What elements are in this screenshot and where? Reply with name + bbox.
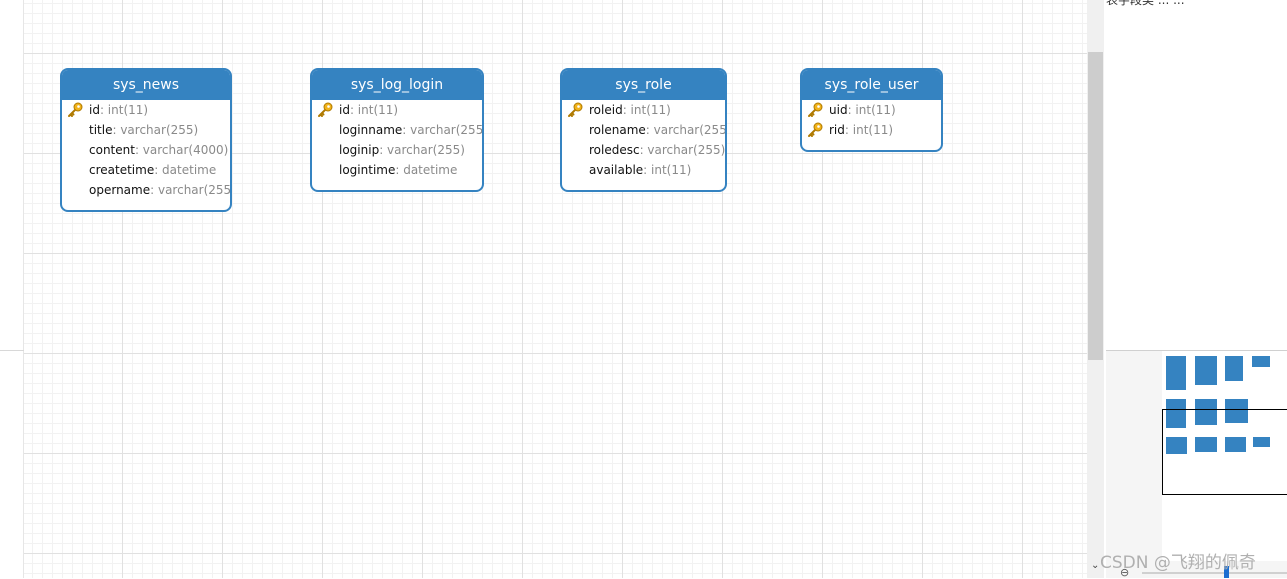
- field-row[interactable]: title: varchar(255): [62, 120, 230, 140]
- left-panel: [0, 0, 24, 578]
- field-type: : int(11): [844, 123, 894, 137]
- entity-sys-news[interactable]: sys_news id: int(11) title: varchar(255)…: [60, 68, 232, 212]
- field-type: : varchar(255): [402, 123, 484, 137]
- minimap-table: [1252, 356, 1270, 367]
- diagram-canvas[interactable]: sys_news id: int(11) title: varchar(255)…: [24, 0, 1087, 578]
- field-type: : int(11): [643, 163, 692, 177]
- zoom-slider[interactable]: ⊖: [1112, 566, 1287, 579]
- key-icon: [808, 122, 823, 137]
- minimap-table: [1195, 399, 1217, 425]
- key-icon: [808, 102, 823, 117]
- minimap-canvas[interactable]: [1162, 351, 1287, 561]
- field-row[interactable]: content: varchar(4000): [62, 140, 230, 160]
- field-name: createtime: [89, 163, 155, 177]
- field-name: opername: [89, 183, 151, 197]
- key-icon: [568, 102, 583, 117]
- field-type: : varchar(255): [112, 123, 199, 137]
- field-row[interactable]: uid: int(11): [802, 100, 941, 120]
- field-name: loginip: [339, 143, 380, 157]
- field-name: roleid: [589, 103, 623, 117]
- key-icon: [318, 102, 333, 117]
- panel-header-text: 表字段类 ... ...: [1106, 0, 1185, 7]
- field-row[interactable]: roledesc: varchar(255): [562, 140, 725, 160]
- entity-title: sys_role: [562, 70, 725, 100]
- field-type: : varchar(255): [379, 143, 465, 157]
- entity-sys-role-user[interactable]: sys_role_user uid: int(11) rid: int(11): [800, 68, 943, 152]
- field-row[interactable]: opername: varchar(255): [62, 180, 230, 200]
- field-row[interactable]: createtime: datetime: [62, 160, 230, 180]
- field-name: loginname: [339, 123, 403, 137]
- minimap-table: [1195, 356, 1217, 385]
- field-row[interactable]: id: int(11): [62, 100, 230, 120]
- minimap-table: [1225, 399, 1248, 423]
- entity-title: sys_log_login: [312, 70, 482, 100]
- chevron-down-icon[interactable]: ⌄: [1091, 560, 1100, 571]
- field-type: : int(11): [622, 103, 671, 117]
- field-name: content: [89, 143, 135, 157]
- panel-divider: [1106, 350, 1287, 351]
- minimap-table: [1166, 437, 1187, 454]
- zoom-track[interactable]: [1142, 572, 1287, 574]
- zoom-thumb[interactable]: [1224, 566, 1229, 578]
- field-type: : int(11): [99, 103, 149, 117]
- field-name: available: [589, 163, 644, 177]
- field-type: : varchar(255): [639, 143, 726, 157]
- minimap-table: [1225, 356, 1243, 381]
- field-row[interactable]: loginname: varchar(255): [312, 120, 482, 140]
- minimap-table: [1253, 437, 1270, 447]
- minimap-viewport[interactable]: [1162, 409, 1287, 495]
- field-type: : varchar(255): [150, 183, 232, 197]
- field-name: id: [339, 103, 350, 117]
- key-icon: [68, 102, 83, 117]
- vertical-scrollbar[interactable]: ⌄: [1087, 0, 1104, 578]
- field-row[interactable]: available: int(11): [562, 160, 725, 180]
- field-type: : datetime: [154, 163, 217, 177]
- field-type: : varchar(4000): [134, 143, 229, 157]
- field-name: rolename: [589, 123, 646, 137]
- field-row[interactable]: rid: int(11): [802, 120, 941, 140]
- properties-panel: 表字段类 ... ...: [1106, 0, 1287, 350]
- outline-minimap[interactable]: [1106, 351, 1287, 578]
- minimap-table: [1166, 399, 1186, 428]
- field-name: rid: [829, 123, 845, 137]
- field-row[interactable]: id: int(11): [312, 100, 482, 120]
- watermark: CSDN @飞翔的佩奇: [1100, 553, 1256, 573]
- scrollbar-thumb[interactable]: [1088, 52, 1103, 360]
- minimap-table: [1195, 437, 1217, 452]
- minimap-table: [1225, 437, 1246, 452]
- field-name: id: [89, 103, 100, 117]
- field-name: title: [89, 123, 113, 137]
- field-name: uid: [829, 103, 848, 117]
- entity-sys-log-login[interactable]: sys_log_login id: int(11) loginname: var…: [310, 68, 484, 192]
- entity-title: sys_role_user: [802, 70, 941, 100]
- field-row[interactable]: logintime: datetime: [312, 160, 482, 180]
- panel-divider: [0, 350, 24, 351]
- field-name: logintime: [339, 163, 396, 177]
- field-type: : int(11): [349, 103, 399, 117]
- minimap-table: [1166, 356, 1186, 390]
- field-row[interactable]: rolename: varchar(255): [562, 120, 725, 140]
- field-type: : int(11): [847, 103, 896, 117]
- field-type: : varchar(255): [645, 123, 727, 137]
- field-name: roledesc: [589, 143, 640, 157]
- entity-title: sys_news: [62, 70, 230, 100]
- field-row[interactable]: loginip: varchar(255): [312, 140, 482, 160]
- entity-sys-role[interactable]: sys_role roleid: int(11) rolename: varch…: [560, 68, 727, 192]
- field-type: : datetime: [395, 163, 458, 177]
- minus-icon[interactable]: ⊖: [1120, 566, 1130, 579]
- field-row[interactable]: roleid: int(11): [562, 100, 725, 120]
